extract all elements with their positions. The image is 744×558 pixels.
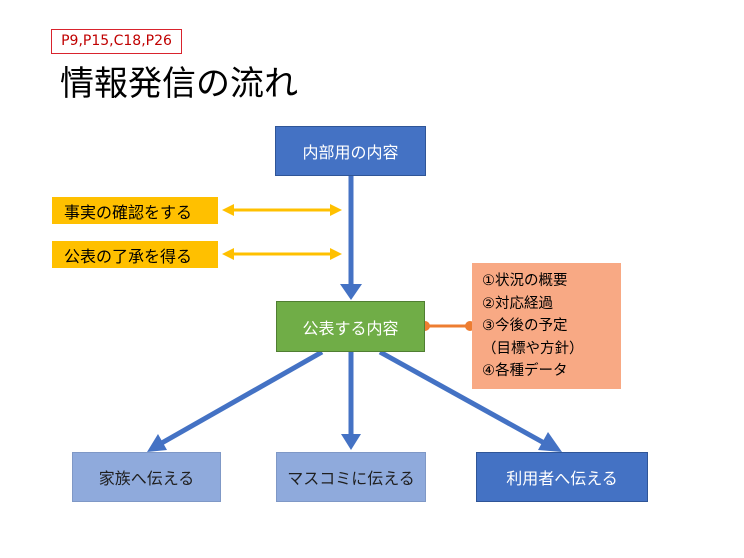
arrow-public-to-family — [158, 349, 324, 447]
info-line: ①状況の概要 — [482, 273, 568, 289]
arrow-public-to-users — [378, 349, 548, 447]
node-tell-family: 家族へ伝える — [72, 452, 221, 502]
page-reference-badge: P9,P15,C18,P26 — [51, 29, 182, 54]
node-internal-content: 内部用の内容 — [275, 126, 426, 176]
node-tell-media: マスコミに伝える — [276, 452, 426, 502]
info-line: ③今後の予定 — [482, 318, 568, 334]
tag-confirm-facts: 事実の確認をする — [52, 197, 218, 224]
node-public-content: 公表する内容 — [276, 301, 425, 352]
node-tell-users: 利用者へ伝える — [476, 452, 648, 502]
info-line: （目標や方針） — [482, 340, 584, 357]
arrowhead-internal-to-public — [340, 284, 362, 300]
arrowhead-public-to-media — [341, 434, 361, 450]
info-line: ④各種データ — [482, 363, 568, 379]
info-line: ②対応経過 — [482, 295, 553, 312]
arrowhead-public-to-users — [538, 432, 562, 452]
arrowhead-public-to-family — [147, 434, 167, 452]
info-box-contents: ①状況の概要 ②対応経過 ③今後の予定 （目標や方針） ④各種データ — [472, 263, 621, 389]
page-title: 情報発信の流れ — [60, 64, 298, 104]
tag-get-approval: 公表の了承を得る — [52, 241, 218, 268]
